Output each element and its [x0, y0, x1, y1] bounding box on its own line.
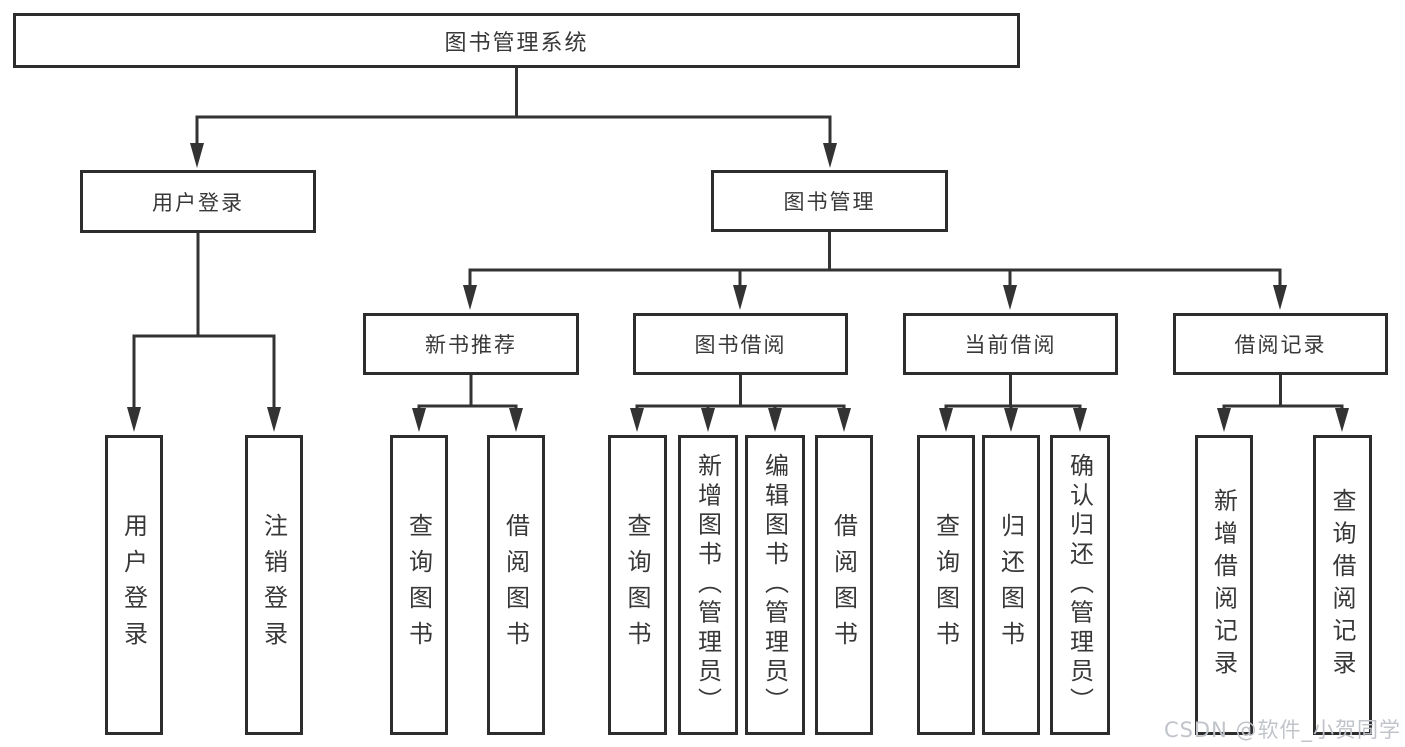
- node-leaf-user-login-label: 用户登录: [119, 513, 148, 657]
- node-leaf-query-books-2-label: 查询图书: [623, 513, 651, 657]
- node-leaf-borrow-books-1-label: 借阅图书: [501, 513, 530, 657]
- node-book-borrowing-label: 图书借阅: [694, 333, 787, 357]
- node-borrowing-records: 借阅记录: [1173, 313, 1388, 375]
- node-library-system: 图书管理系统: [13, 13, 1020, 68]
- node-leaf-add-books-admin-label: 新增图书（管理员）: [693, 453, 722, 717]
- node-leaf-query-borrow-record-label: 查询借阅记录: [1328, 487, 1356, 683]
- node-borrowing-records-label: 借阅记录: [1234, 333, 1327, 357]
- node-leaf-confirm-return-admin-label: 确认归还（管理员）: [1065, 453, 1094, 717]
- node-new-book-recommend-label: 新书推荐: [425, 333, 517, 357]
- node-user-login-label: 用户登录: [152, 190, 244, 215]
- node-current-borrowing-label: 当前借阅: [964, 333, 1057, 357]
- edge-user-login-children: [127, 233, 281, 432]
- node-leaf-borrow-books-2: 借阅图书: [815, 435, 873, 735]
- node-leaf-add-books-admin: 新增图书（管理员）: [678, 435, 738, 735]
- node-new-book-recommend: 新书推荐: [363, 313, 579, 375]
- node-leaf-user-login: 用户登录: [105, 435, 163, 735]
- edge-new-book-recommend-children: [412, 375, 523, 432]
- edge-book-management-children: [463, 232, 1287, 310]
- node-leaf-confirm-return-admin: 确认归还（管理员）: [1050, 435, 1110, 735]
- node-book-management-label: 图书管理: [783, 190, 876, 214]
- node-leaf-edit-books-admin-label: 编辑图书（管理员）: [760, 453, 789, 717]
- node-leaf-query-books-1: 查询图书: [390, 435, 448, 735]
- node-leaf-add-borrow-record: 新增借阅记录: [1195, 435, 1253, 735]
- node-book-management: 图书管理: [711, 170, 948, 232]
- node-leaf-query-books-1-label: 查询图书: [404, 513, 433, 657]
- node-leaf-return-books-label: 归还图书: [996, 513, 1025, 657]
- node-book-borrowing: 图书借阅: [633, 313, 848, 375]
- node-user-login: 用户登录: [80, 170, 316, 233]
- node-library-system-label: 图书管理系统: [444, 30, 589, 56]
- node-leaf-query-books-3: 查询图书: [917, 435, 975, 735]
- node-leaf-logout-label: 注销登录: [259, 513, 288, 657]
- node-leaf-logout: 注销登录: [245, 435, 303, 735]
- node-current-borrowing: 当前借阅: [903, 313, 1118, 375]
- watermark-text: CSDN @软件_小贺同学: [1163, 718, 1401, 742]
- node-leaf-borrow-books-1: 借阅图书: [487, 435, 545, 735]
- node-leaf-return-books: 归还图书: [982, 435, 1040, 735]
- node-leaf-query-books-3-label: 查询图书: [931, 513, 960, 657]
- node-leaf-add-borrow-record-label: 新增借阅记录: [1209, 487, 1238, 683]
- edge-root-to-level2: [190, 68, 837, 168]
- edge-borrowing-records-children: [1217, 375, 1349, 432]
- edge-book-borrowing-children: [630, 375, 851, 432]
- node-leaf-borrow-books-2-label: 借阅图书: [829, 513, 858, 657]
- node-leaf-query-books-2: 查询图书: [608, 435, 667, 735]
- edge-current-borrowing-children: [939, 375, 1087, 432]
- node-leaf-edit-books-admin: 编辑图书（管理员）: [745, 435, 805, 735]
- node-leaf-query-borrow-record: 查询借阅记录: [1313, 435, 1372, 735]
